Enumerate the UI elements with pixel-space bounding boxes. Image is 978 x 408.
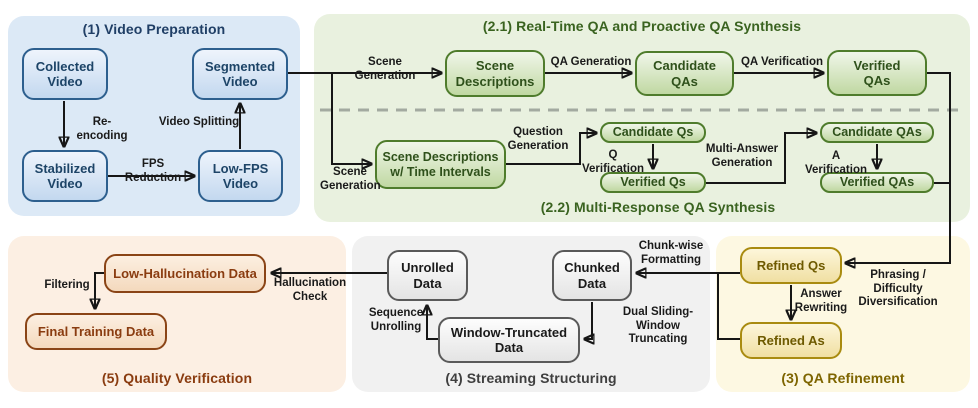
node-verified-qs: Verified Qs (600, 172, 706, 193)
edge-chunked-to-window-truncated (585, 302, 592, 339)
edge-label-scene-generation-bottom: Scene Generation (320, 166, 381, 192)
edge-verified-qas-to-refined-qs (846, 72, 951, 263)
node-scene-descriptions: Scene Descriptions (445, 50, 545, 97)
edge-label-qa-verification: QA Verification (740, 56, 823, 68)
edge-label-qa-generation: QA Generation (550, 56, 632, 68)
node-unrolled-data: Unrolled Data (387, 250, 468, 301)
edge-refined-bracket (717, 272, 740, 340)
node-candidate-qs: Candidate Qs (600, 122, 706, 143)
edge-label-question-generation: Question Generation (507, 126, 569, 152)
node-refined-as: Refined As (740, 322, 842, 359)
node-verified-qas-realtime: Verified QAs (827, 50, 927, 96)
node-candidate-qas-multi: Candidate QAs (820, 122, 934, 143)
edge-label-filtering: Filtering (44, 279, 90, 291)
edge-label-hallucination-check: Hallucination Check (273, 277, 347, 303)
node-low-fps-video: Low-FPS Video (198, 150, 283, 202)
edge-label-q-verification: Q Verification (582, 149, 644, 175)
node-final-training-data: Final Training Data (25, 313, 167, 350)
node-refined-qs: Refined Qs (740, 247, 842, 284)
edge-window-truncated-to-unrolled (427, 306, 438, 340)
node-collected-video: Collected Video (22, 48, 108, 100)
region-title-quality-verification: (5) Quality Verification (101, 370, 253, 386)
node-low-hallucination-data: Low-Hallucination Data (104, 254, 266, 293)
node-scene-descriptions-intervals: Scene Descriptions w/ Time Intervals (375, 140, 506, 189)
edge-label-answer-rewriting: Answer Rewriting (794, 288, 848, 314)
edge-segmented-to-scene-intervals (331, 73, 371, 164)
edge-intervals-to-candidate-qs (506, 133, 596, 165)
node-window-truncated-data: Window-Truncated Data (438, 317, 580, 363)
region-title-streaming-structuring: (4) Streaming Structuring (445, 370, 617, 386)
region-title-multi-response: (2.2) Multi-Response QA Synthesis (540, 199, 776, 215)
edge-label-multi-answer-generation: Multi-Answer Generation (705, 143, 779, 169)
node-segmented-video: Segmented Video (192, 48, 288, 100)
region-title-video-preparation: (1) Video Preparation (82, 21, 226, 37)
node-chunked-data: Chunked Data (552, 250, 632, 301)
edge-label-chunk-wise-formatting: Chunk-wise Formatting (638, 240, 704, 266)
region-title-realtime-proactive: (2.1) Real-Time QA and Proactive QA Synt… (482, 18, 802, 34)
edge-label-re-encoding: Re-encoding (76, 116, 128, 142)
edge-label-scene-generation-top: Scene Generation (354, 56, 416, 82)
edge-label-a-verification: A Verification (805, 150, 867, 176)
node-stabilized-video: Stabilized Video (22, 150, 108, 202)
edge-label-dual-sliding-window: Dual Sliding- Window Truncating (622, 306, 694, 346)
region-title-qa-refinement: (3) QA Refinement (781, 370, 905, 386)
edge-label-phrasing-diversification: Phrasing / Difficulty Diversification (858, 269, 938, 309)
edge-verified-qs-to-candidate-qas-mr (706, 133, 816, 184)
node-candidate-qas-realtime: Candidate QAs (635, 51, 734, 96)
node-verified-qas-multi: Verified QAs (820, 172, 934, 193)
edge-label-video-splitting: Video Splitting (158, 116, 240, 128)
edge-low-hallucination-to-final (95, 272, 104, 308)
edge-label-fps-reduction: FPS Reduction (124, 158, 182, 184)
edge-label-sequence-unrolling: Sequence Unrolling (368, 307, 424, 333)
